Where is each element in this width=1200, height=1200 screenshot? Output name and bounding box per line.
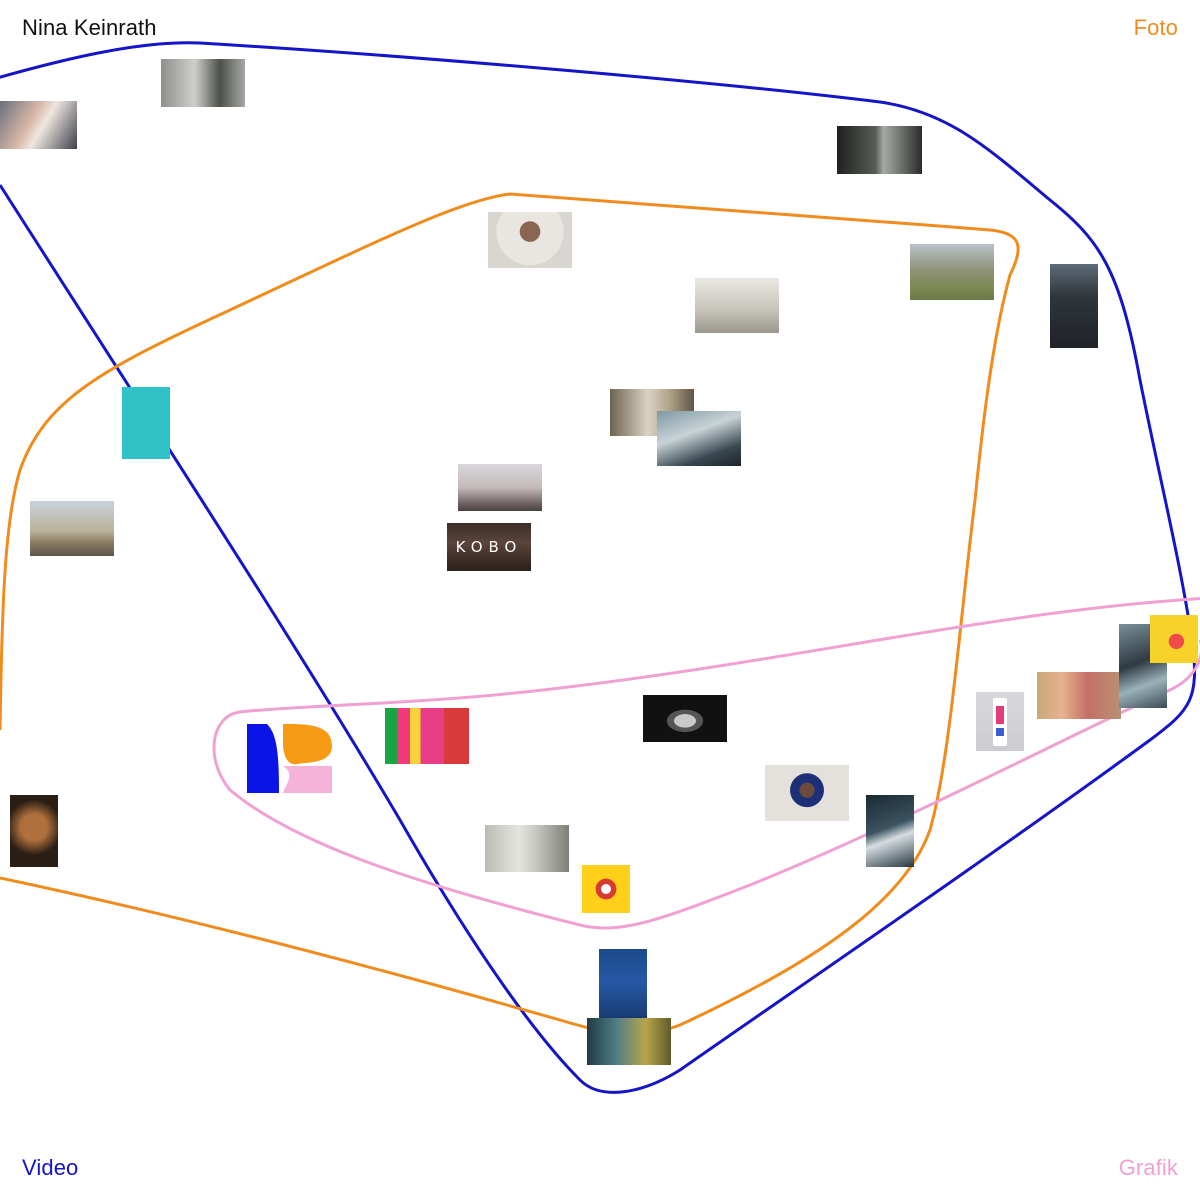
thumb-ultrasound[interactable] [643,695,727,742]
nav-grafik[interactable]: Grafik [1118,1155,1178,1180]
thumb-illustration-figures[interactable] [1037,672,1121,719]
nav-foto[interactable]: Foto [1133,15,1178,40]
thumb-mouth-graphic[interactable] [582,865,630,913]
grafik-outline [212,597,1200,930]
tube-icon [993,698,1007,746]
thumb-runner[interactable] [0,101,77,149]
kobo-sign-text: KOBO [455,538,523,556]
thumb-hand[interactable] [866,795,914,867]
thumb-woman-portrait[interactable] [765,765,849,821]
video-outline [0,41,1196,1094]
thumb-city-night[interactable] [587,1018,671,1065]
thumb-hall-group[interactable] [695,278,779,333]
thumb-kobo-storefront[interactable]: KOBO [447,523,531,571]
thumb-desert-road[interactable] [30,501,114,556]
foto-outline [0,192,1020,1036]
thumb-gym[interactable] [161,59,245,107]
thumb-misty-mountain[interactable] [657,411,741,466]
thumb-tube-product[interactable] [976,692,1024,751]
thumb-forest[interactable] [837,126,922,174]
thumb-bike-room[interactable] [485,825,569,872]
thumb-jumping-woman[interactable] [458,464,542,511]
thumb-basketball[interactable] [1050,264,1098,348]
thumb-mountain[interactable] [910,244,994,300]
thumb-hooded-woman[interactable] [599,949,647,1021]
thumb-laughing-man[interactable] [122,387,170,459]
thumb-painted-face[interactable] [10,795,58,867]
thumb-man-portrait[interactable] [488,212,572,268]
thumb-face-graphic[interactable] [1150,615,1198,663]
nav-video[interactable]: Video [22,1155,79,1180]
kr-logo-icon [247,724,332,793]
thumb-women-colors[interactable] [385,708,469,764]
site-title[interactable]: Nina Keinrath [22,15,157,40]
thumb-kr-logo[interactable] [247,724,332,793]
